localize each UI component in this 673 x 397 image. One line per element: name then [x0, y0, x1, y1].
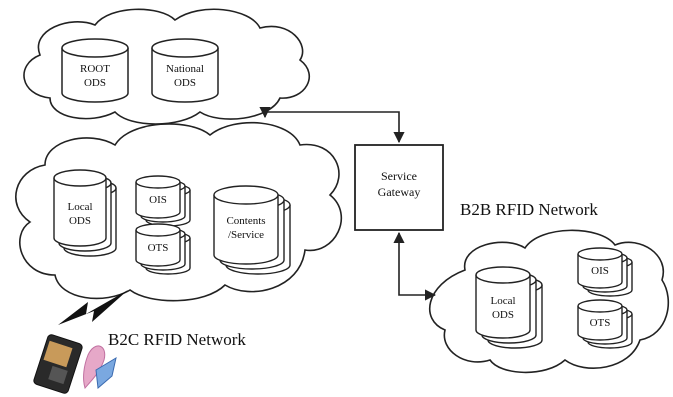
- db-b2c-contents-service: Contents /Service: [213, 185, 291, 275]
- db-b2c-ots: OTS: [135, 223, 191, 275]
- db-b2b-ots-label: OTS: [590, 317, 611, 329]
- db-b2b-local-ods: Local ODS: [475, 266, 543, 349]
- service-gateway-label-1: Service: [381, 169, 417, 183]
- connector-top-to-gateway: [259, 106, 405, 144]
- db-b2c-contents-line-2: /Service: [228, 229, 264, 241]
- db-national-ods: National ODS: [151, 38, 219, 103]
- connector-gateway-to-b2b: [393, 231, 437, 301]
- top-cloud: [23, 8, 311, 125]
- db-b2c-ots-label: OTS: [148, 242, 169, 254]
- db-national-ods-line-2: ODS: [174, 77, 196, 89]
- db-b2c-local-ods: Local ODS: [53, 169, 117, 257]
- b2c-cloud: [15, 121, 342, 302]
- service-gateway-box: [354, 144, 444, 231]
- db-b2b-ois: OIS: [577, 247, 633, 297]
- db-b2b-local-ods-line-1: Local: [490, 295, 515, 307]
- db-b2c-local-ods-line-1: Local: [67, 201, 92, 213]
- db-root-ods-line-1: ROOT: [80, 63, 110, 75]
- service-gateway-label-2: Gateway: [378, 185, 421, 199]
- db-root-ods: ROOT ODS: [61, 38, 129, 103]
- b2b-cloud: [429, 229, 670, 374]
- db-national-ods-line-1: National: [166, 63, 204, 75]
- db-b2b-ois-label: OIS: [591, 265, 609, 277]
- db-b2c-contents-line-1: Contents: [226, 215, 265, 227]
- db-b2c-ois-label: OIS: [149, 194, 167, 206]
- db-b2c-ois: OIS: [135, 175, 191, 227]
- b2b-network-label: B2B RFID Network: [460, 200, 598, 219]
- lightning-bolt-icon: [58, 290, 128, 325]
- db-b2b-local-ods-line-2: ODS: [492, 309, 514, 321]
- db-b2c-local-ods-line-2: ODS: [69, 215, 91, 227]
- db-b2b-ots: OTS: [577, 299, 633, 349]
- db-root-ods-line-2: ODS: [84, 77, 106, 89]
- b2c-network-label: B2C RFID Network: [108, 330, 246, 349]
- mobile-reader-icon: [33, 334, 117, 394]
